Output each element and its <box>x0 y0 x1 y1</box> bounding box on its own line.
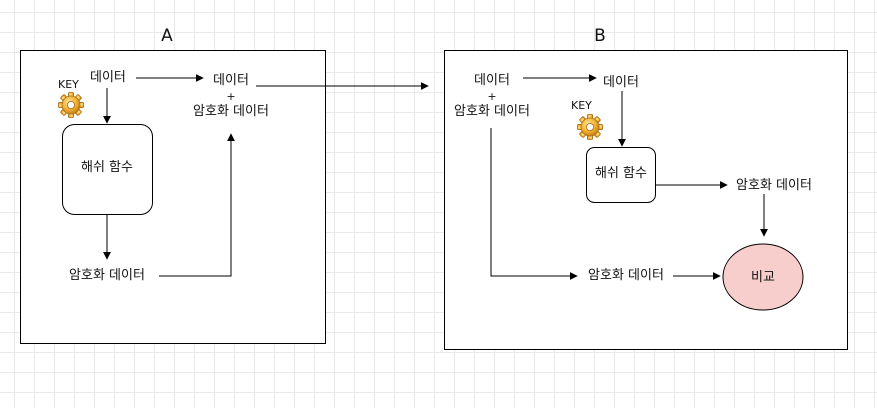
panel-b-key-label: KEY <box>571 99 592 112</box>
panel-b-compare-circle <box>722 243 804 311</box>
panel-a-data-label: 데이터 <box>90 70 126 85</box>
panel-b-data-label: 데이터 <box>603 75 639 90</box>
panel-a-output-data-label: 데이터 <box>213 73 249 88</box>
gear-icon <box>577 114 603 140</box>
panel-b-hash-label: 해쉬 함수 <box>595 166 647 181</box>
panel-a-encrypted-label: 암호화 데이터 <box>69 268 145 283</box>
gear-icon <box>58 92 84 118</box>
panel-a-title: A <box>161 26 173 46</box>
panel-b-hash-output-label: 암호화 데이터 <box>736 178 812 193</box>
panel-a-output-plus: + <box>226 90 236 103</box>
panel-b-input-plus: + <box>487 90 497 103</box>
panel-a-hash-label: 해쉬 함수 <box>81 160 133 175</box>
panel-a-hash-box <box>62 124 153 215</box>
panel-b-title: B <box>594 26 606 46</box>
panel-a-key-label: KEY <box>58 78 79 91</box>
panel-b-received-encrypted-label: 암호화 데이터 <box>588 268 664 283</box>
panel-b-hash-box <box>586 147 656 203</box>
panel-b-input-data-label: 데이터 <box>474 73 510 88</box>
arrow-b-input-to-received <box>490 128 578 280</box>
panel-b-input-encrypted-label: 암호화 데이터 <box>454 104 530 119</box>
panel-b-compare-label: 비교 <box>751 270 775 285</box>
panel-a-output-encrypted-label: 암호화 데이터 <box>193 104 269 119</box>
arrow-a-encrypted-to-output <box>159 133 235 277</box>
